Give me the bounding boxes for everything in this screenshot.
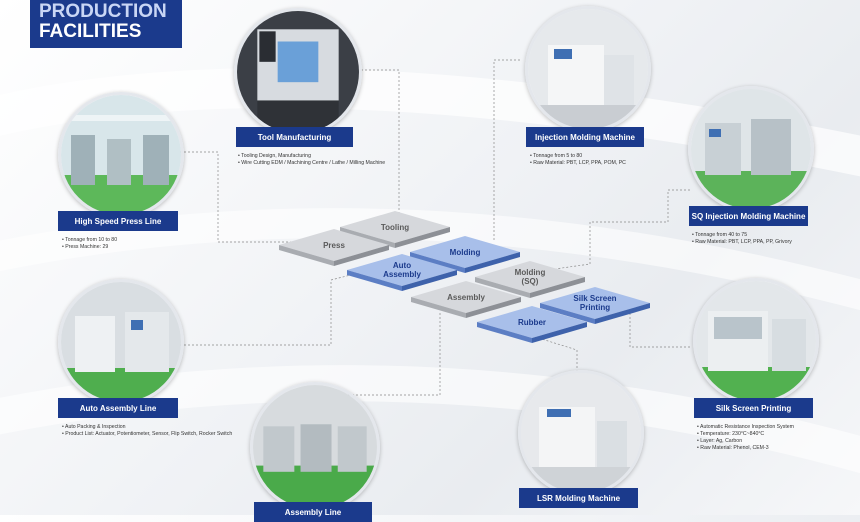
tile-molding-label: Molding [449, 247, 481, 257]
label-silk-screen: Silk Screen Printing [694, 398, 813, 418]
details-silk-screen: Automatic Resistance Inspection System T… [697, 424, 794, 452]
page-title: PRODUCTION FACILITIES [30, 0, 182, 48]
tile-assembly: Assembly [411, 281, 521, 318]
title-line-1: PRODUCTION [39, 1, 167, 22]
details-press-line: Tonnage from 10 to 80 Press Machine: 29 [62, 237, 117, 251]
details-tool-manufacturing: Tooling Design, Manufacturing Wire Cutti… [238, 153, 385, 167]
label-sq-injection: SQ Injection Molding Machine [689, 206, 808, 226]
details-injection-molding: Tonnage from 5 to 80 Raw Material: PBT, … [530, 153, 626, 167]
injection-molding-photo [525, 6, 651, 132]
tile-molding: Molding [410, 236, 520, 273]
label-assembly-line: Assembly Line [254, 502, 372, 522]
press-line-photo [58, 92, 184, 218]
details-auto-assembly: Auto Packing & Inspection Product List: … [62, 424, 232, 438]
label-press-line: High Speed Press Line [58, 211, 178, 231]
lsr-molding-photo [518, 370, 644, 496]
details-sq-injection: Tonnage from 40 to 75 Raw Material: PBT,… [692, 232, 792, 246]
silk-screen-photo [693, 278, 819, 404]
tile-molding-sq-label: Molding(SQ) [514, 268, 546, 286]
label-lsr-molding: LSR Molding Machine [519, 488, 638, 508]
tile-tooling-label: Tooling [380, 222, 410, 232]
tile-press: Press [279, 229, 389, 266]
sq-injection-photo [688, 86, 814, 212]
tile-rubber-label: Rubber [518, 317, 546, 327]
tile-press-label: Press [323, 240, 345, 250]
auto-assembly-photo [58, 279, 184, 405]
tile-molding-sq: Molding(SQ) [475, 261, 585, 298]
label-injection-molding: Injection Molding Machine [526, 127, 644, 147]
title-line-2: FACILITIES [39, 21, 142, 42]
tile-assembly-label: Assembly [447, 292, 485, 302]
label-auto-assembly: Auto Assembly Line [58, 398, 178, 418]
assembly-line-photo [250, 382, 380, 512]
tile-rubber: Rubber [477, 306, 587, 343]
tool-manufacturing-photo [234, 8, 362, 136]
label-tool-manufacturing: Tool Manufacturing [236, 127, 353, 147]
